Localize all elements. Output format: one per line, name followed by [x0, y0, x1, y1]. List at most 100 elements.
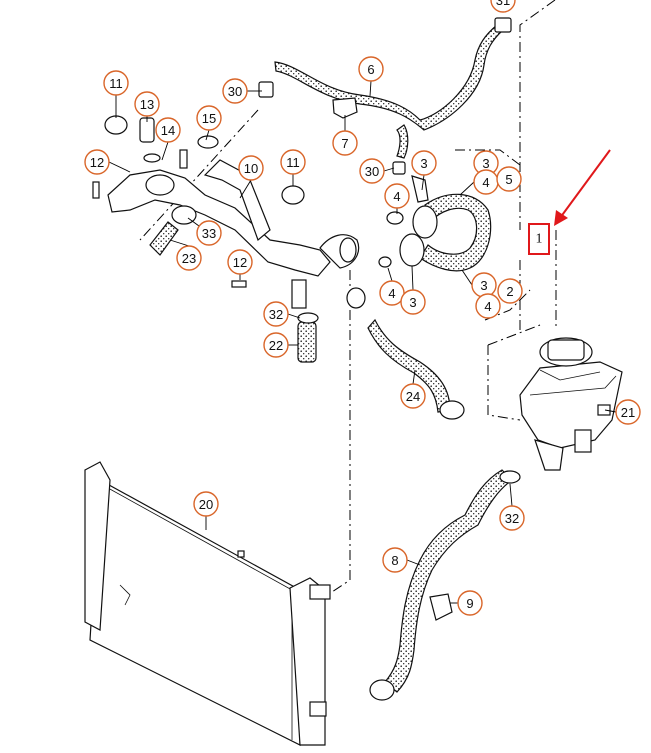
callout-number: 3 [420, 156, 427, 171]
callout-circle [615, 399, 641, 425]
callout-4: 4 [384, 183, 410, 209]
callout-circle [193, 491, 219, 517]
callout-32: 32 [263, 301, 289, 327]
hose-clips [258, 17, 512, 175]
callout-number: 9 [466, 596, 473, 611]
callout-number: 7 [341, 136, 348, 151]
callout-circle [358, 56, 384, 82]
red-pointer-arrow [554, 149, 611, 226]
callout-circle [103, 70, 129, 96]
callout-number: 6 [367, 62, 374, 77]
callout-circle [222, 78, 248, 104]
callout-11: 11 [280, 149, 306, 175]
callout-number: 32 [269, 307, 283, 322]
callout-4: 4 [475, 293, 501, 319]
callout-circle [263, 301, 289, 327]
callout-number: 31 [496, 0, 510, 8]
callout-21: 21 [615, 399, 641, 425]
radiator [84, 461, 331, 746]
callout-11: 11 [103, 70, 129, 96]
callout-circle [400, 289, 426, 315]
callout-number: 3 [482, 156, 489, 171]
callout-number: 11 [109, 76, 123, 91]
highlight-box [528, 223, 550, 255]
callout-31: 31 [490, 0, 516, 13]
callout-circle [196, 105, 222, 131]
coolant-pipe-assembly [107, 117, 360, 309]
callout-circle [384, 183, 410, 209]
callout-circle [176, 245, 202, 271]
callout-circle [134, 91, 160, 117]
callout-4: 4 [379, 280, 405, 306]
callout-4: 4 [473, 169, 499, 195]
callout-circle [475, 293, 501, 319]
highlight-label: 1 [536, 232, 543, 247]
callout-number: 12 [233, 255, 247, 270]
callout-number: 23 [182, 251, 196, 266]
callout-circle [400, 383, 426, 409]
callout-8: 8 [382, 547, 408, 573]
callout-7: 7 [332, 130, 358, 156]
upper-hose [274, 24, 504, 159]
callout-9: 9 [457, 590, 483, 616]
callout-number: 4 [484, 299, 491, 314]
callout-number: 4 [388, 286, 395, 301]
radiator-hose-lower [369, 469, 521, 701]
callout-circle [263, 332, 289, 358]
callout-12: 12 [84, 149, 110, 175]
callout-circle [359, 158, 385, 184]
callout-6: 6 [358, 56, 384, 82]
callout-number: 22 [269, 338, 283, 353]
callout-number: 20 [199, 497, 213, 512]
callout-22: 22 [263, 332, 289, 358]
callout-2: 2 [497, 278, 523, 304]
callout-circle [499, 505, 525, 531]
callout-number: 3 [480, 278, 487, 293]
callout-number: 15 [202, 111, 216, 126]
callout-number: 13 [140, 97, 154, 112]
callout-14: 14 [155, 117, 181, 143]
callout-circle [332, 130, 358, 156]
callout-number: 14 [161, 123, 175, 138]
callout-number: 32 [505, 511, 519, 526]
callout-10: 10 [238, 155, 264, 181]
bolts [92, 181, 247, 288]
callout-circle [457, 590, 483, 616]
callout-5: 5 [496, 166, 522, 192]
callout-circle [411, 150, 437, 176]
callout-number: 4 [393, 189, 400, 204]
callout-circle [496, 166, 522, 192]
callout-number: 21 [621, 405, 635, 420]
callout-circle [497, 278, 523, 304]
callout-12: 12 [227, 249, 253, 275]
callout-circle [382, 547, 408, 573]
callout-24: 24 [400, 383, 426, 409]
callout-number: 30 [365, 164, 379, 179]
callout-number: 11 [286, 155, 300, 170]
callout-number: 10 [244, 161, 258, 176]
radiator-hose-upper [378, 175, 492, 272]
expansion-tank [519, 337, 623, 471]
callout-13: 13 [134, 91, 160, 117]
callout-number: 4 [482, 175, 489, 190]
callout-30: 30 [359, 158, 385, 184]
callout-32: 32 [499, 505, 525, 531]
callout-circle [84, 149, 110, 175]
callout-30: 30 [222, 78, 248, 104]
callout-3: 3 [400, 289, 426, 315]
callout-23: 23 [176, 245, 202, 271]
callout-number: 12 [90, 155, 104, 170]
callout-circle [280, 149, 306, 175]
callout-number: 30 [228, 84, 242, 99]
callout-33: 33 [196, 220, 222, 246]
callout-20: 20 [193, 491, 219, 517]
callout-circle [196, 220, 222, 246]
lower-small-hose [346, 287, 465, 420]
callout-number: 5 [505, 172, 512, 187]
callout-number: 24 [406, 389, 420, 404]
highlighted-part-1: 1 [528, 223, 550, 255]
callout-circle [155, 117, 181, 143]
callout-number: 8 [391, 553, 398, 568]
